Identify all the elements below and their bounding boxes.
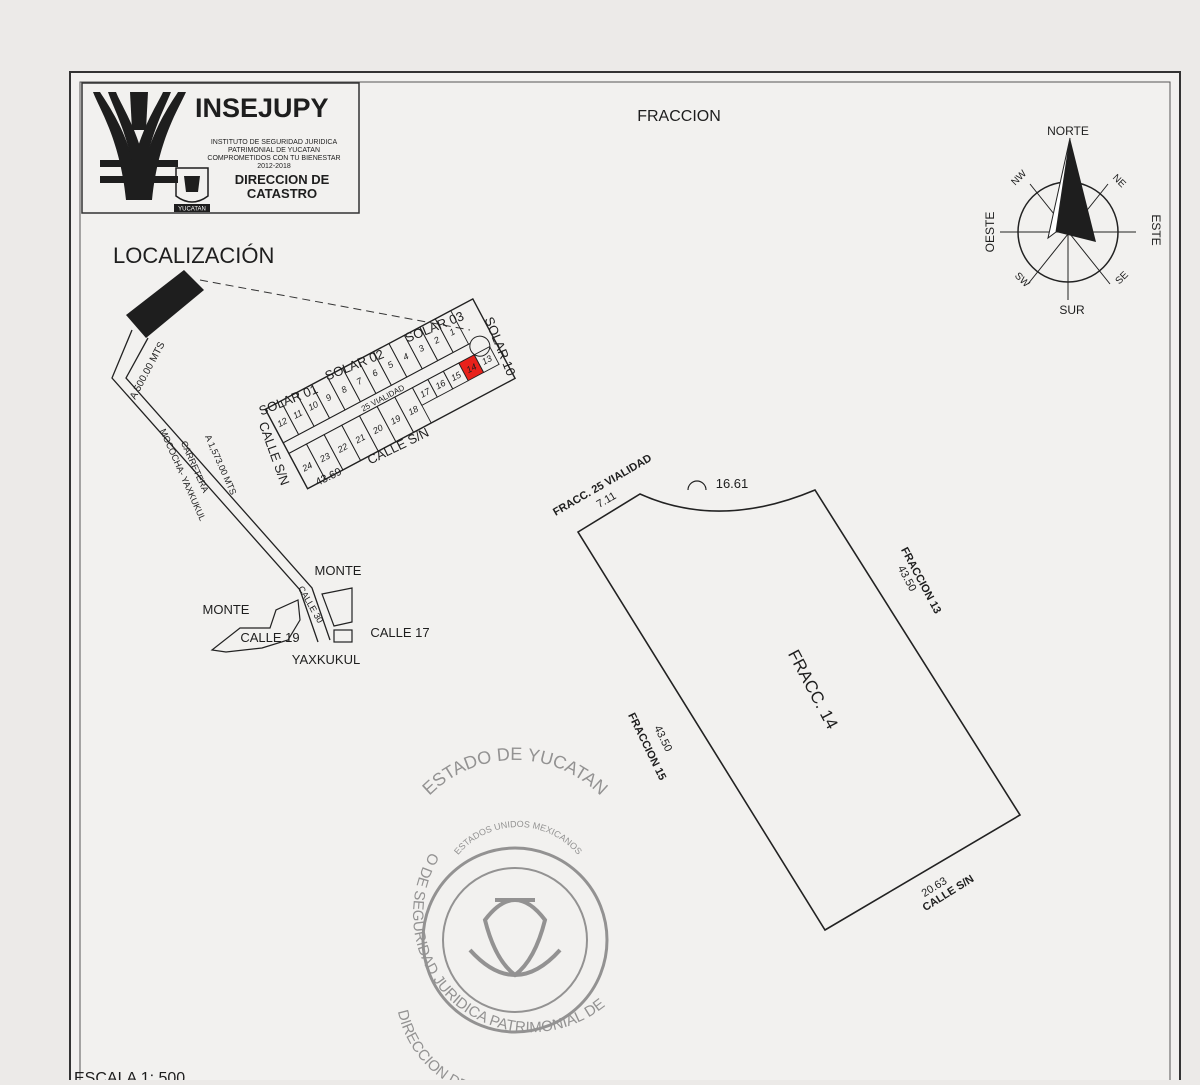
sheet-frame bbox=[69, 71, 1181, 1085]
insejupy-emblem-icon bbox=[93, 92, 186, 200]
mexican-eagle-emblem-icon bbox=[468, 898, 562, 978]
top-lot-label-11: 11 bbox=[291, 408, 304, 421]
bottom-lot-label-24: 24 bbox=[300, 460, 314, 474]
top-lot-label-4: 4 bbox=[401, 351, 410, 362]
bottom-lot-18 bbox=[394, 387, 432, 433]
institute-line-4: 2012-2018 bbox=[257, 163, 291, 170]
location-title: LOCALIZACIÓN bbox=[113, 243, 274, 268]
road-edge-east bbox=[125, 337, 331, 641]
top-lot-label-8: 8 bbox=[339, 384, 348, 395]
compass-east-label: ESTE bbox=[1149, 214, 1163, 245]
road-edge-west bbox=[111, 329, 319, 643]
seal-inner-ring bbox=[421, 846, 609, 1034]
top-lot-label-9: 9 bbox=[324, 392, 333, 403]
bottom-lot-label-23: 23 bbox=[317, 451, 331, 465]
arc-symbol-icon bbox=[687, 480, 707, 491]
institute-line-2: PATRIMONIAL DE YUCATAN bbox=[228, 147, 320, 154]
middle-lot-label-13: 13 bbox=[480, 353, 494, 367]
top-lot-label-5: 5 bbox=[386, 359, 396, 371]
top-lot-label-1: 1 bbox=[448, 326, 457, 337]
department-line-2: CATASTRO bbox=[247, 186, 317, 201]
north-arrow-outline-icon bbox=[1047, 137, 1071, 240]
bottom-lot-label-22: 22 bbox=[335, 441, 349, 455]
insejupy-logo-block: INSEJUPY INSTITUTO DE SEGURIDAD JURIDICA… bbox=[81, 82, 360, 214]
bottom-lot-label-20: 20 bbox=[370, 422, 384, 436]
bottom-lot-label-18: 18 bbox=[406, 404, 420, 418]
monte-west-label: MONTE bbox=[203, 602, 250, 617]
monte-east-label: MONTE bbox=[315, 563, 362, 578]
location-leader-line bbox=[199, 279, 471, 331]
brand-name: INSEJUPY bbox=[195, 93, 329, 123]
middle-lot-label-16: 16 bbox=[434, 378, 448, 392]
parcel-outline bbox=[576, 488, 1022, 932]
parcel-arc-dimension: 16.61 bbox=[716, 476, 749, 491]
top-lot-1 bbox=[434, 310, 470, 354]
top-lot-label-2: 2 bbox=[431, 335, 441, 347]
monte-west-block bbox=[210, 599, 301, 653]
location-marker-block bbox=[126, 270, 204, 338]
top-lot-label-3: 3 bbox=[417, 343, 426, 354]
bottom-lot-label-21: 21 bbox=[353, 432, 367, 446]
top-lot-label-12: 12 bbox=[275, 416, 289, 430]
department-line-1: DIRECCION DE bbox=[235, 172, 330, 187]
institute-line-1: INSTITUTO DE SEGURIDAD JURIDICA bbox=[211, 139, 338, 146]
yucatan-shield-icon: YUCATAN bbox=[174, 167, 210, 213]
town-block-small bbox=[333, 629, 353, 643]
institute-line-3: COMPROMETIDOS CON TU BIENESTAR bbox=[207, 155, 340, 162]
state-badge-text: YUCATAN bbox=[178, 207, 206, 213]
calle-17-label: CALLE 17 bbox=[370, 625, 429, 640]
town-name-label: YAXKUKUL bbox=[292, 652, 360, 667]
scale-label: ESCALA 1: 500 bbox=[74, 1070, 185, 1080]
seal-emblem-ring bbox=[442, 867, 588, 1013]
top-lot-label-7: 7 bbox=[355, 375, 365, 387]
sheet-title: FRACCION bbox=[637, 108, 721, 125]
compass-rose: NORTE SUR ESTE OESTE NE NW SE SW bbox=[983, 124, 1163, 317]
top-lot-label-6: 6 bbox=[370, 367, 379, 378]
cul-de-sac bbox=[469, 335, 491, 357]
top-lot-label-10: 10 bbox=[306, 399, 320, 413]
middle-lot-13 bbox=[473, 345, 500, 374]
logo-box bbox=[81, 82, 360, 214]
location-sketch: LOCALIZACIÓN A 500.00 MTS A 1,573.00 MTS… bbox=[111, 243, 519, 667]
middle-lot-label-14: 14 bbox=[465, 361, 479, 375]
calle-19-label: CALLE 19 bbox=[240, 630, 299, 645]
compass-south-label: SUR bbox=[1059, 303, 1085, 317]
compass-north-label: NORTE bbox=[1047, 124, 1089, 138]
monte-east-block bbox=[321, 587, 353, 627]
compass-west-label: OESTE bbox=[983, 212, 997, 253]
north-arrow-icon bbox=[1056, 138, 1096, 242]
bottom-lot-label-19: 19 bbox=[389, 413, 403, 427]
